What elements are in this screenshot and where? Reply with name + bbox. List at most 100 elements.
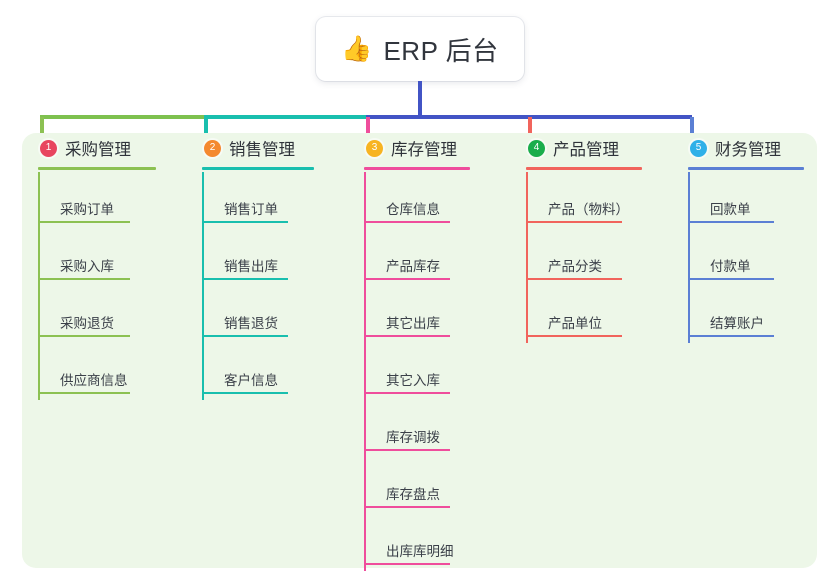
leaf-list-3: 仓库信息产品库存其它出库其它入库库存调拨库存盘点出库库明细 bbox=[364, 172, 470, 571]
leaf-label: 销售出库 bbox=[224, 259, 278, 274]
leaf-label: 其它入库 bbox=[386, 373, 440, 388]
leaf-item[interactable]: 产品分类 bbox=[526, 229, 642, 286]
leaf-rule bbox=[364, 392, 450, 394]
leaf-list-5: 回款单付款单结算账户 bbox=[688, 172, 804, 343]
leaf-rule bbox=[38, 335, 130, 337]
drop-stub-3 bbox=[366, 117, 370, 142]
leaf-item[interactable]: 结算账户 bbox=[688, 286, 804, 343]
leaf-label: 结算账户 bbox=[710, 316, 764, 331]
leaf-label: 供应商信息 bbox=[60, 373, 128, 388]
leaf-spine bbox=[364, 343, 366, 400]
leaf-item[interactable]: 采购入库 bbox=[38, 229, 156, 286]
leaf-item[interactable]: 销售退货 bbox=[202, 286, 314, 343]
leaf-label: 采购订单 bbox=[60, 202, 114, 217]
leaf-item[interactable]: 出库库明细 bbox=[364, 514, 470, 571]
leaf-label: 采购入库 bbox=[60, 259, 114, 274]
leaf-item[interactable]: 其它入库 bbox=[364, 343, 470, 400]
column-badge-2: 2 bbox=[204, 139, 221, 157]
leaf-item[interactable]: 产品（物料） bbox=[526, 172, 642, 229]
column-badge-3: 3 bbox=[366, 139, 383, 157]
bus-segment-2 bbox=[204, 115, 366, 119]
leaf-item[interactable]: 供应商信息 bbox=[38, 343, 156, 400]
leaf-spine bbox=[38, 172, 40, 229]
bus-segment-1 bbox=[40, 115, 204, 119]
leaf-label: 回款单 bbox=[710, 202, 751, 217]
column-title-5: 财务管理 bbox=[715, 141, 781, 159]
column-rule-5 bbox=[688, 167, 804, 170]
leaf-spine bbox=[526, 229, 528, 286]
leaf-item[interactable]: 库存调拨 bbox=[364, 400, 470, 457]
leaf-item[interactable]: 仓库信息 bbox=[364, 172, 470, 229]
column-header-2[interactable]: 2 销售管理 bbox=[202, 133, 314, 163]
column-rule-4 bbox=[526, 167, 642, 170]
leaf-item[interactable]: 产品库存 bbox=[364, 229, 470, 286]
leaf-item[interactable]: 采购订单 bbox=[38, 172, 156, 229]
drop-stub-5 bbox=[690, 117, 694, 142]
column-2: 2 销售管理销售订单销售出库销售退货客户信息 bbox=[202, 133, 314, 400]
leaf-item[interactable]: 其它出库 bbox=[364, 286, 470, 343]
leaf-rule bbox=[526, 221, 622, 223]
leaf-rule bbox=[688, 335, 774, 337]
leaf-spine bbox=[364, 514, 366, 571]
root-node[interactable]: 👍 ERP 后台 bbox=[316, 17, 524, 81]
leaf-item[interactable]: 销售订单 bbox=[202, 172, 314, 229]
column-header-5[interactable]: 5 财务管理 bbox=[688, 133, 804, 163]
leaf-rule bbox=[38, 392, 130, 394]
leaf-label: 销售订单 bbox=[224, 202, 278, 217]
leaf-label: 其它出库 bbox=[386, 316, 440, 331]
leaf-item[interactable]: 回款单 bbox=[688, 172, 804, 229]
leaf-rule bbox=[202, 335, 288, 337]
leaf-label: 客户信息 bbox=[224, 373, 278, 388]
leaf-spine bbox=[688, 229, 690, 286]
leaf-rule bbox=[202, 221, 288, 223]
leaf-spine bbox=[38, 286, 40, 343]
leaf-spine bbox=[526, 286, 528, 343]
leaf-item[interactable]: 库存盘点 bbox=[364, 457, 470, 514]
leaf-rule bbox=[364, 278, 450, 280]
column-title-1: 采购管理 bbox=[65, 141, 131, 159]
leaf-rule bbox=[38, 278, 130, 280]
leaf-item[interactable]: 采购退货 bbox=[38, 286, 156, 343]
leaf-label: 出库库明细 bbox=[386, 544, 454, 559]
trunk-connector bbox=[418, 81, 422, 117]
leaf-rule bbox=[202, 278, 288, 280]
leaf-rule bbox=[364, 335, 450, 337]
column-badge-5: 5 bbox=[690, 139, 707, 157]
leaf-spine bbox=[364, 400, 366, 457]
column-badge-1: 1 bbox=[40, 139, 57, 157]
leaf-list-1: 采购订单采购入库采购退货供应商信息 bbox=[38, 172, 156, 400]
leaf-spine bbox=[202, 286, 204, 343]
leaf-rule bbox=[364, 506, 450, 508]
leaf-rule bbox=[688, 221, 774, 223]
leaf-rule bbox=[364, 449, 450, 451]
column-badge-4: 4 bbox=[528, 139, 545, 157]
columns-panel: 1 采购管理采购订单采购入库采购退货供应商信息 2 销售管理销售订单销售出库销售退货客… bbox=[22, 133, 817, 571]
leaf-label: 仓库信息 bbox=[386, 202, 440, 217]
leaf-label: 库存盘点 bbox=[386, 487, 440, 502]
leaf-label: 产品库存 bbox=[386, 259, 440, 274]
drop-stub-1 bbox=[40, 117, 44, 142]
root-title: ERP 后台 bbox=[383, 35, 499, 66]
leaf-spine bbox=[38, 229, 40, 286]
leaf-spine bbox=[364, 229, 366, 286]
leaf-rule bbox=[526, 278, 622, 280]
column-header-1[interactable]: 1 采购管理 bbox=[38, 133, 156, 163]
leaf-rule bbox=[526, 335, 622, 337]
thumbs-up-icon: 👍 bbox=[341, 34, 373, 63]
leaf-spine bbox=[688, 286, 690, 343]
column-title-2: 销售管理 bbox=[229, 141, 295, 159]
leaf-spine bbox=[364, 286, 366, 343]
leaf-item[interactable]: 产品单位 bbox=[526, 286, 642, 343]
column-5: 5 财务管理回款单付款单结算账户 bbox=[688, 133, 804, 343]
leaf-item[interactable]: 付款单 bbox=[688, 229, 804, 286]
leaf-item[interactable]: 客户信息 bbox=[202, 343, 314, 400]
leaf-list-2: 销售订单销售出库销售退货客户信息 bbox=[202, 172, 314, 400]
column-rule-2 bbox=[202, 167, 314, 170]
leaf-item[interactable]: 销售出库 bbox=[202, 229, 314, 286]
leaf-label: 销售退货 bbox=[224, 316, 278, 331]
